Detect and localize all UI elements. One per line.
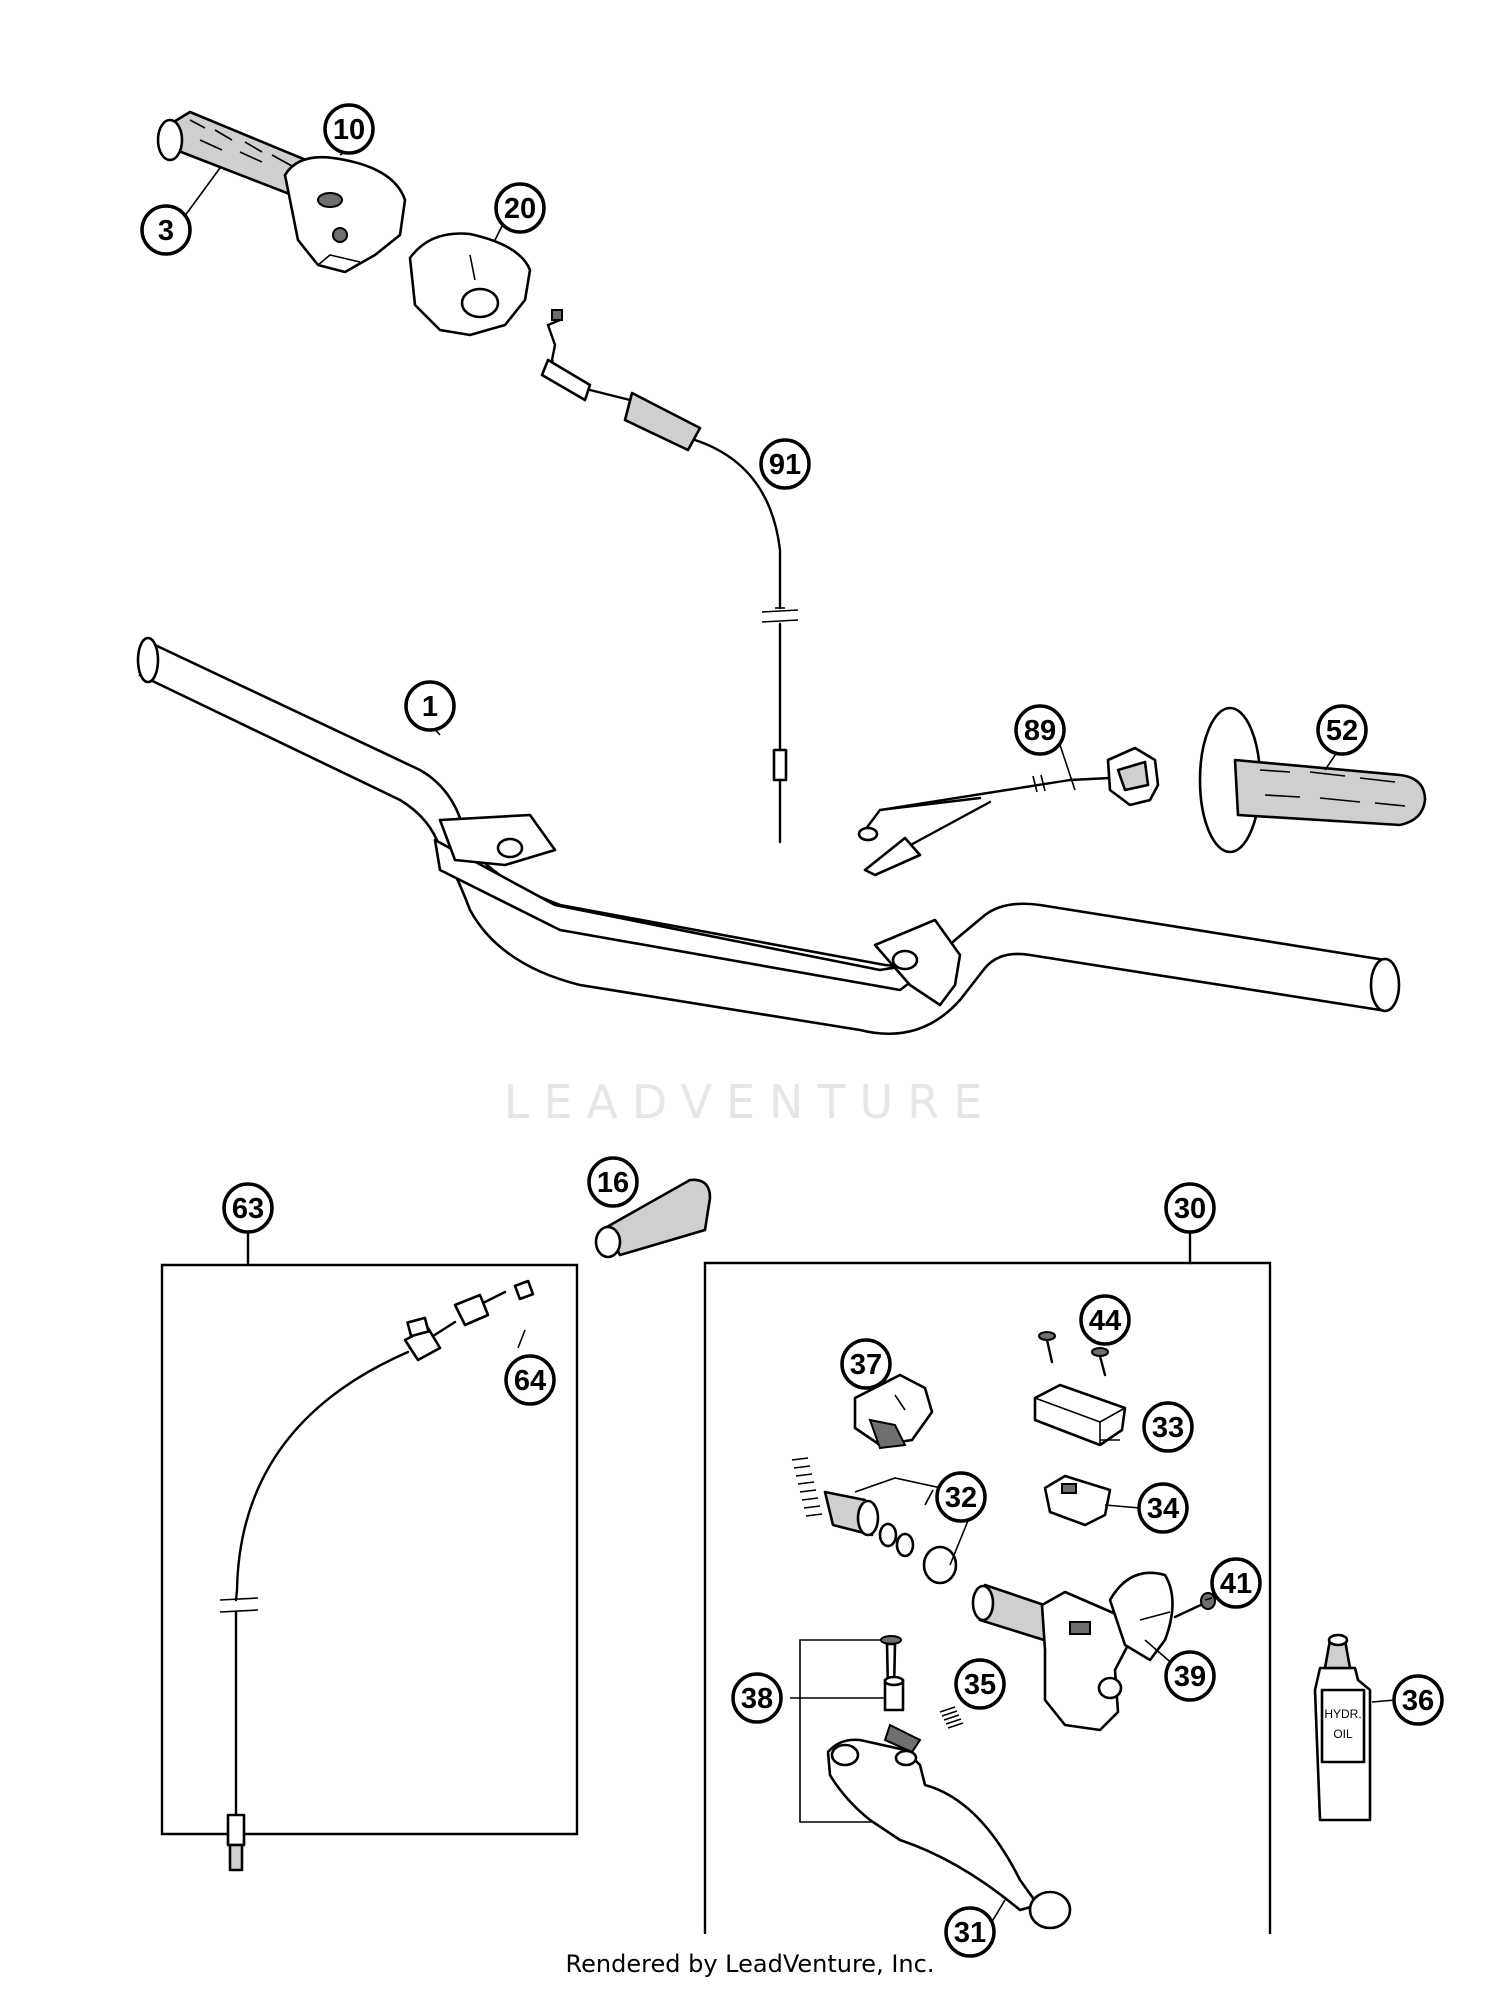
kill-switch-89 — [857, 746, 1160, 877]
callout-35: 35 — [954, 1658, 1006, 1710]
handlebar-1 — [136, 636, 1401, 1036]
bar-end-16 — [594, 1178, 712, 1259]
leader-lines — [175, 151, 1396, 1926]
oil-label-line-2: OIL — [1333, 1727, 1353, 1741]
callout-38: 38 — [731, 1672, 783, 1724]
callout-label-31: 31 — [954, 1917, 986, 1949]
callout-33: 33 — [1142, 1401, 1194, 1453]
callout-44: 44 — [1079, 1294, 1131, 1346]
throttle-housing-10 — [283, 155, 407, 274]
callout-label-1: 1 — [422, 691, 438, 723]
callout-label-36: 36 — [1402, 1685, 1434, 1717]
callout-31: 31 — [944, 1906, 996, 1958]
callout-16: 16 — [587, 1156, 639, 1208]
callout-34: 34 — [1137, 1482, 1189, 1534]
brake-group-frame-30 — [703, 1233, 1272, 1934]
callout-label-91: 91 — [769, 449, 801, 481]
callout-20: 20 — [494, 182, 546, 234]
diaphragm-34 — [1043, 1474, 1112, 1527]
footer-credit: Rendered by LeadVenture, Inc. — [565, 1950, 935, 1978]
hydraulic-oil-bottle-36: HYDR. OIL — [1313, 1633, 1372, 1822]
callout-32: 32 — [935, 1471, 987, 1523]
master-cylinder-39 — [971, 1571, 1174, 1732]
callout-64: 64 — [504, 1354, 556, 1406]
callout-label-16: 16 — [597, 1167, 629, 1199]
callout-10: 10 — [323, 103, 375, 155]
callout-label-37: 37 — [850, 1349, 882, 1381]
spring-35 — [939, 1706, 964, 1729]
callout-label-38: 38 — [741, 1683, 773, 1715]
callout-52: 52 — [1316, 704, 1368, 756]
callout-label-89: 89 — [1024, 715, 1056, 747]
callout-39: 39 — [1164, 1650, 1216, 1702]
callout-37: 37 — [840, 1338, 892, 1390]
callout-label-10: 10 — [333, 114, 365, 146]
callout-label-32: 32 — [945, 1482, 977, 1514]
callout-91: 91 — [759, 438, 811, 490]
callout-label-30: 30 — [1174, 1193, 1206, 1225]
callout-label-44: 44 — [1089, 1305, 1121, 1337]
piston-kit-32 — [791, 1457, 980, 1585]
throttle-cable-91 — [540, 309, 799, 844]
callout-63: 63 — [222, 1182, 274, 1234]
callout-label-41: 41 — [1220, 1568, 1252, 1600]
callout-label-39: 39 — [1174, 1661, 1206, 1693]
callout-label-35: 35 — [964, 1669, 996, 1701]
callout-label-52: 52 — [1326, 715, 1358, 747]
brake-lever-31 — [826, 1723, 1072, 1930]
adjuster-37 — [853, 1373, 934, 1450]
oil-label-line-1: HYDR. — [1324, 1707, 1361, 1721]
callout-label-20: 20 — [504, 193, 536, 225]
callout-89: 89 — [1014, 704, 1066, 756]
screws-44 — [1038, 1331, 1109, 1377]
screw-41 — [1173, 1592, 1216, 1619]
clutch-cable-frame-63 — [160, 1233, 579, 1836]
callout-label-3: 3 — [158, 215, 174, 247]
callout-41: 41 — [1210, 1557, 1262, 1609]
callout-label-63: 63 — [232, 1193, 264, 1225]
leadventure-watermark: LEADVENTURE — [503, 1075, 997, 1129]
callout-1: 1 — [404, 680, 456, 732]
callout-label-34: 34 — [1147, 1493, 1179, 1525]
callout-label-33: 33 — [1152, 1412, 1184, 1444]
callout-label-64: 64 — [514, 1365, 546, 1397]
callout-3: 3 — [140, 204, 192, 256]
clutch-cable-64 — [219, 1279, 535, 1872]
reservoir-cap-33 — [1033, 1383, 1127, 1447]
callout-30: 30 — [1164, 1182, 1216, 1234]
callout-36: 36 — [1392, 1674, 1444, 1726]
left-grip-52 — [1198, 706, 1427, 854]
throttle-cover-20 — [408, 232, 532, 337]
